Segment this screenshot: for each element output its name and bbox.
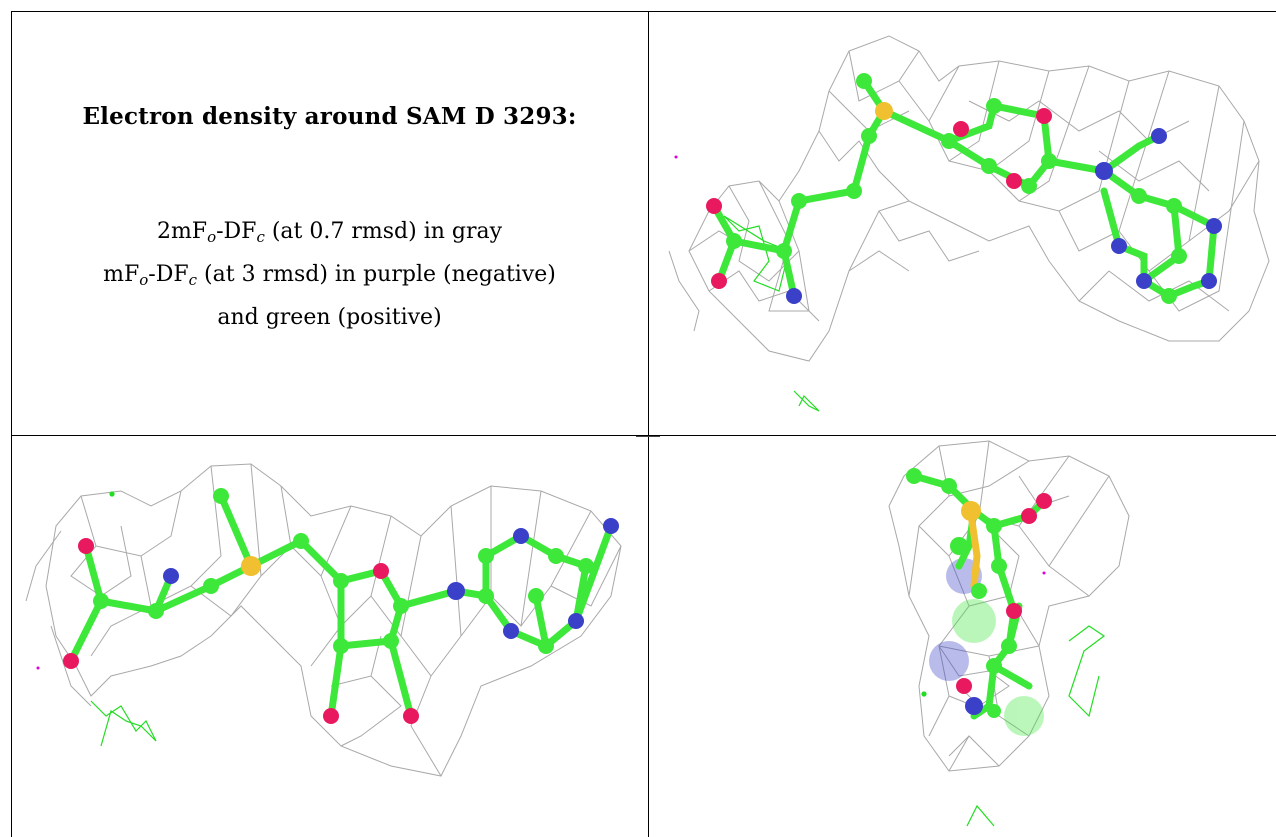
table-border-top (11, 11, 1276, 12)
table-border-center (648, 11, 649, 837)
diff-negative (1042, 571, 1046, 575)
diff-negative (674, 155, 678, 159)
legend-title: Electron density around SAM D 3293: (82, 103, 577, 130)
atoms (706, 73, 1222, 304)
diff-negative (36, 666, 40, 670)
stick-sulfur-bond (967, 510, 981, 590)
density-view-2 (11, 436, 648, 837)
table-rule-fragment (636, 436, 660, 437)
legend-panel: Electron density around SAM D 3293: 2mFo… (11, 11, 648, 434)
legend-description: 2mFo-DFc (at 0.7 rmsd) in gray mFo-DFc (… (11, 213, 648, 336)
table-border-middle (11, 435, 1276, 436)
density-view-1 (649, 11, 1276, 434)
molecule-render-3 (888, 440, 1130, 827)
table-border-left (11, 11, 12, 837)
legend-line-green: and green (positive) (217, 305, 442, 330)
legend-line-fofc: mFo-DFc (at 3 rmsd) in purple (negative) (103, 262, 556, 289)
density-mesh (25, 463, 622, 777)
molecule-render-1 (668, 35, 1270, 412)
legend-line-2fofc: 2mFo-DFc (at 0.7 rmsd) in gray (156, 219, 503, 246)
diff-positive (723, 215, 820, 412)
diff-positive (921, 625, 1106, 827)
atoms (906, 468, 1052, 718)
molecule-render-2 (25, 463, 622, 777)
diff-positive (90, 491, 157, 747)
density-mesh (668, 35, 1270, 362)
atoms (63, 488, 619, 724)
density-view-3 (649, 436, 1276, 837)
